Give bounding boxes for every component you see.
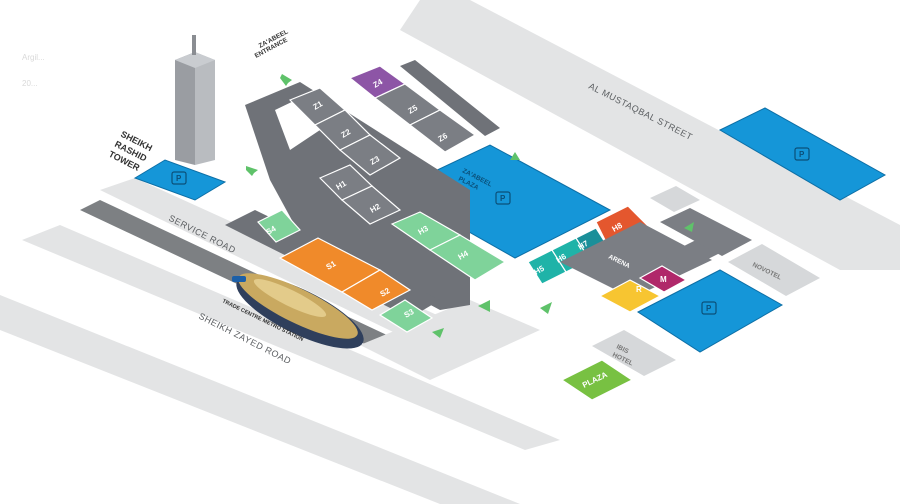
arrow-icon [510, 152, 520, 160]
parking-lot-tower[interactable]: P [133, 159, 227, 201]
lower-road [0, 295, 520, 504]
hall-h5[interactable]: H5 [527, 249, 567, 285]
arrow-icon [540, 302, 552, 314]
hall-z5[interactable]: Z5 [373, 83, 442, 126]
al-mustaqbal-street-road [400, 0, 900, 270]
hall-s2[interactable]: S2 [340, 269, 412, 311]
parking-symbol: P [500, 194, 506, 203]
hall-z6[interactable]: Z6 [408, 109, 477, 153]
hall-z3[interactable]: Z3 [338, 134, 402, 176]
arrow-icon [246, 166, 258, 176]
complex-inner [275, 98, 320, 150]
tower-top [175, 52, 215, 68]
arrow-icon [684, 222, 694, 232]
hall-h2[interactable]: H2 [340, 185, 402, 225]
watermark-line-1: Argil... [22, 53, 45, 62]
hall-h1[interactable]: H1 [318, 164, 374, 201]
ibis-block [592, 330, 676, 376]
hall-s3[interactable]: S3 [378, 299, 434, 333]
zabeel-entrance-walkway [400, 60, 500, 136]
tower-front [175, 52, 195, 165]
watermark-line-2: 20... [22, 79, 38, 88]
hall-s4[interactable]: S4 [257, 209, 301, 243]
tower-side [195, 52, 215, 165]
parking-lot-mustaqbal[interactable]: P [718, 107, 887, 201]
parking-symbol: P [706, 304, 712, 313]
svg-text:S1: S1 [325, 259, 338, 272]
arrow-icon [478, 300, 490, 312]
right-mid-gray [660, 208, 752, 256]
tower-antenna [192, 35, 196, 55]
svg-text:M: M [660, 275, 667, 284]
building-m[interactable]: M [638, 265, 688, 293]
svg-text:R: R [636, 285, 642, 294]
novotel-block [728, 244, 820, 296]
parking-symbol: P [176, 174, 182, 183]
crossing-road [360, 300, 540, 380]
metro-station[interactable] [227, 262, 372, 363]
building-r[interactable]: R [598, 279, 662, 313]
arena-block [560, 222, 712, 298]
hall-h4[interactable]: H4 [428, 234, 507, 281]
svg-text:S4: S4 [265, 224, 278, 237]
plaza-building[interactable]: PLAZA [560, 359, 634, 401]
right-upper-gray [650, 186, 700, 212]
parking-symbol: P [799, 150, 805, 159]
sheikh-zayed-road [22, 225, 560, 450]
parking-lot-arena[interactable]: P [637, 269, 784, 353]
parking-lot-zabeel-plaza[interactable]: P [393, 144, 612, 259]
arrow-icon [280, 74, 292, 86]
arrow-icon [432, 328, 444, 338]
svg-text:S3: S3 [403, 307, 416, 320]
entrance-arrow-icons [246, 74, 694, 338]
svg-text:S2: S2 [379, 286, 392, 299]
